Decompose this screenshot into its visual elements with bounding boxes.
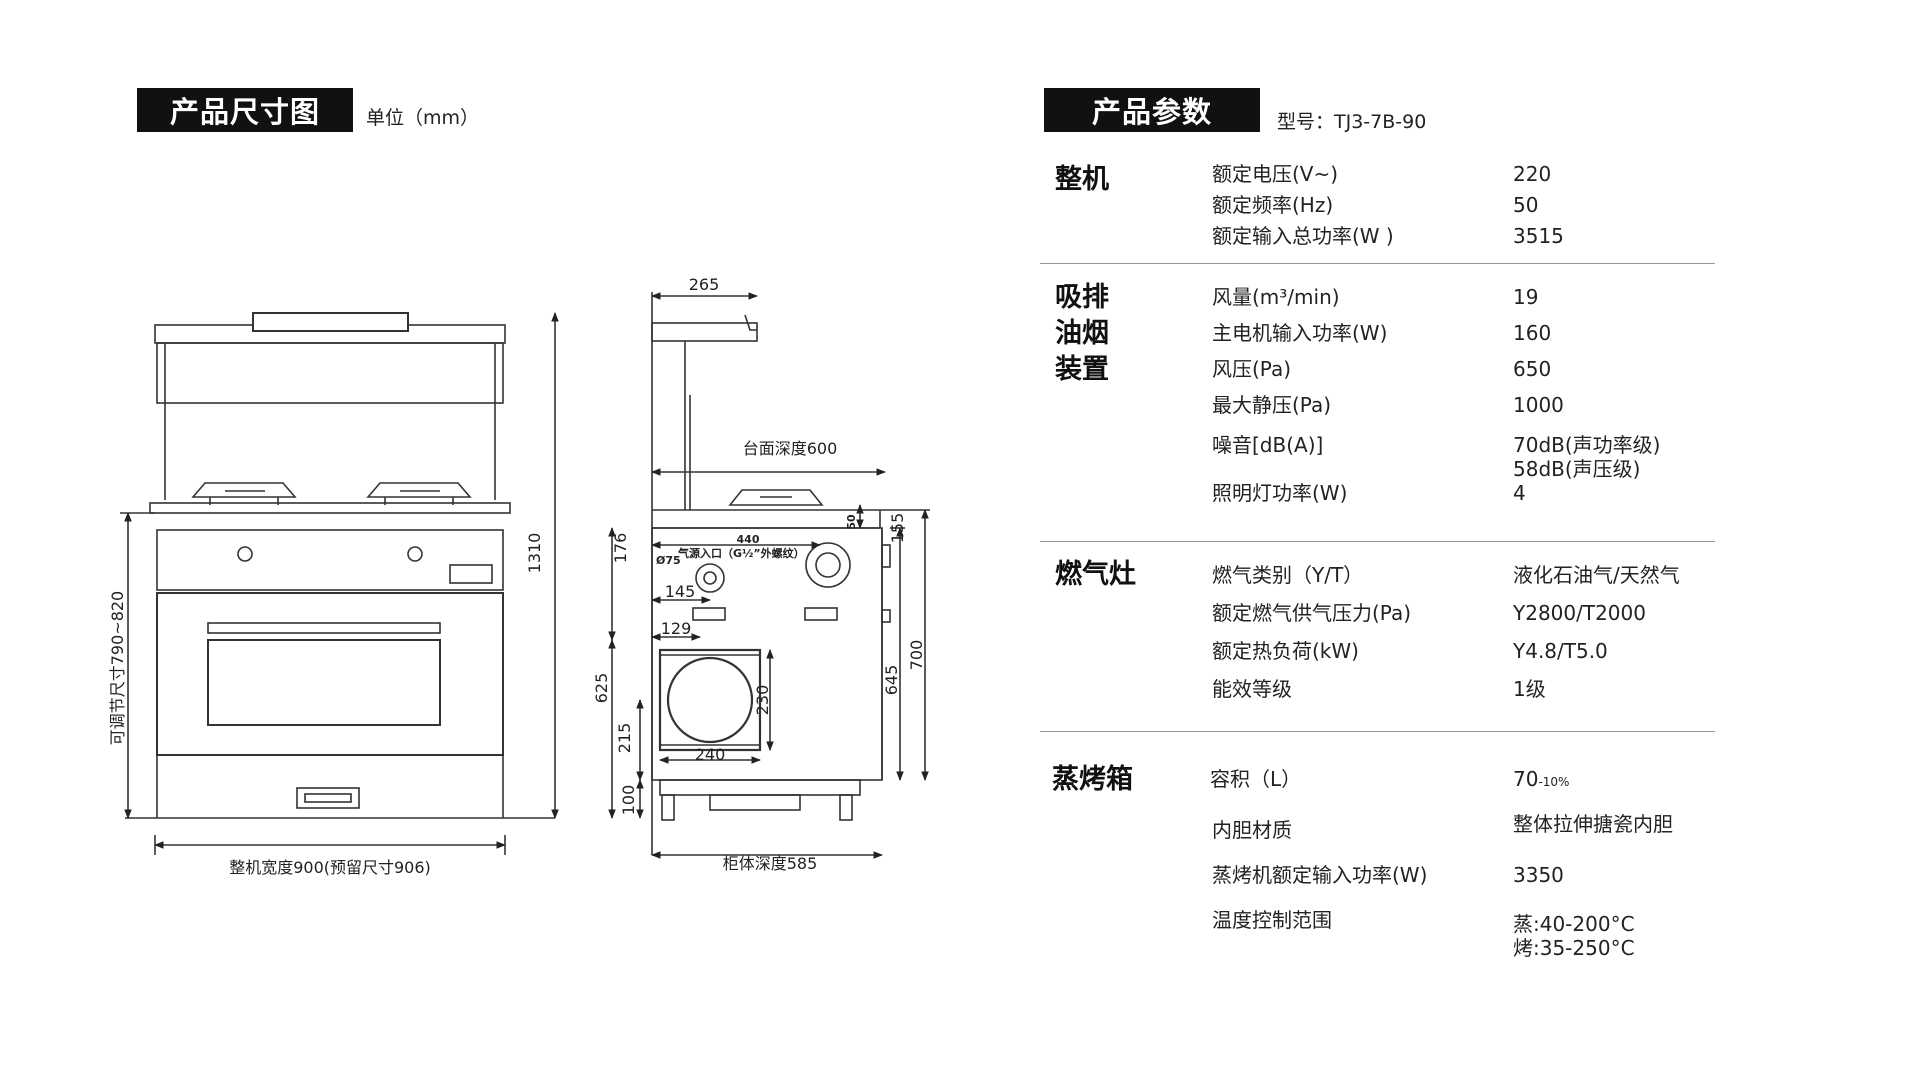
dim-215: 215 (615, 723, 634, 754)
dim-75: Ø75 (656, 554, 681, 567)
model-note: 型号：TJ3-7B-90 (1277, 111, 1427, 133)
dim-100: 100 (619, 785, 638, 816)
exhaust-port (658, 648, 762, 752)
dim-440: 440 (737, 533, 760, 546)
dim-176: 176 (611, 533, 630, 564)
spec-section-header: 产品参数 (1044, 88, 1260, 132)
gas-inlet-label: 气源入口（G½”外螺纹） (677, 546, 805, 560)
oven-door (156, 592, 504, 756)
total-height-label: 1310 (525, 533, 544, 574)
dim-155: 155 (888, 513, 907, 544)
spec-group-title-stove: 燃气灶 (1055, 559, 1136, 590)
right-burner (366, 482, 472, 505)
left-burner (191, 482, 297, 505)
dimension-section-title: 产品尺寸图 (169, 95, 320, 129)
hood-depth-label: 265 (689, 275, 720, 294)
dim-230: 230 (753, 685, 772, 716)
spec-divider (1040, 541, 1715, 542)
dim-145: 145 (665, 582, 696, 601)
spec-group-title-hood: 吸排 油烟 装置 (1055, 282, 1109, 385)
dim-240: 240 (695, 745, 726, 764)
spec-divider (1040, 731, 1715, 732)
dim-645: 645 (882, 665, 901, 696)
dimension-drawing: 整机宽度900(预留尺寸906) 可调节尺寸790~820 1310 265 台… (108, 275, 930, 877)
adjustable-height-label: 可调节尺寸790~820 (108, 591, 127, 746)
front-width-label: 整机宽度900(预留尺寸906) (229, 858, 431, 877)
dim-50: 50 (845, 514, 858, 530)
dim-700: 700 (907, 640, 926, 671)
cabinet-depth-label: 柜体深度585 (723, 854, 818, 873)
unit-note: 单位（mm） (366, 107, 480, 129)
dimension-section-header: 产品尺寸图 (137, 88, 353, 132)
countertop-depth-label: 台面深度600 (743, 439, 838, 458)
countertop (149, 502, 511, 514)
spec-section-title: 产品参数 (1091, 95, 1212, 129)
spec-group-title-main: 整机 (1055, 164, 1109, 195)
side-burner (728, 489, 824, 506)
spec-divider (1040, 263, 1715, 264)
dim-625: 625 (592, 673, 611, 704)
spec-group-title-oven: 蒸烤箱 (1052, 764, 1133, 795)
dim-129: 129 (661, 619, 692, 638)
